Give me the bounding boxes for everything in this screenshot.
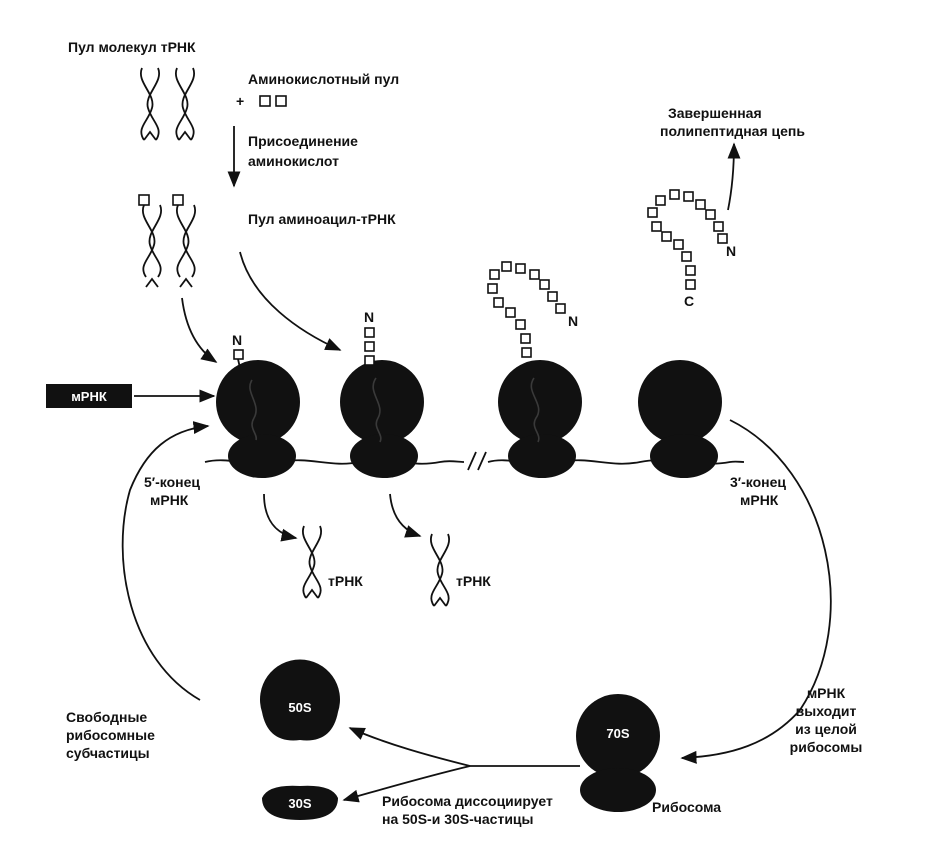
ribosome-2 (340, 360, 424, 478)
five-end-label-1: 5′-конец (144, 474, 200, 490)
to-30s-arrow (342, 765, 471, 803)
completed-polypeptide-chain (647, 189, 728, 290)
mrna-break-mark (477, 451, 487, 471)
subunit-30s-label: 30S (288, 796, 311, 811)
completed-chain-label-1: Завершенная (668, 105, 762, 121)
mrna-break-mark (467, 451, 477, 471)
released-trna-2 (429, 533, 451, 607)
three-end-label-1: 3′-конец (730, 474, 786, 490)
ribosome-label: Рибосома (652, 799, 721, 815)
ribosome1-n-terminus: N (232, 332, 242, 348)
three-end-label-2: мРНК (740, 492, 779, 508)
amino-pool-label: Аминокислотный пул (248, 71, 399, 87)
five-end-label-2: мРНК (150, 492, 189, 508)
ribosome-1 (216, 360, 300, 478)
subunit-50s (260, 659, 340, 741)
amino-acid-square (275, 95, 287, 107)
mrna-input-box (46, 384, 132, 408)
mrna-exit-label-4: рибосомы (790, 739, 863, 755)
to-50s-arrow (348, 727, 471, 767)
released-trna-1 (301, 525, 323, 599)
free-subunits-label-1: Свободные (66, 709, 147, 725)
trna-release-arrow-1 (263, 493, 298, 542)
aminoacyl-trna-2 (172, 194, 197, 288)
attach-label-2: аминокислот (248, 153, 339, 169)
plus-sign: + (236, 93, 244, 109)
attach-label-1: Присоединение (248, 133, 358, 149)
free-subunits-label-3: субчастицы (66, 745, 150, 761)
peptide-residue (364, 327, 375, 338)
free-subunits-cycle-arrow (121, 421, 210, 701)
free-subunits-label-2: рибосомные (66, 727, 155, 743)
dissociate-label-1: Рибосома диссоциирует (382, 793, 553, 809)
peptide-link (237, 358, 241, 369)
long-polypeptide-chain (487, 261, 566, 358)
trna-pool-molecule-2 (174, 67, 196, 141)
peptide-residue (233, 349, 244, 360)
mrna-exit-label-2: выходит (796, 703, 857, 719)
arrow-to-ribosome-1 (181, 297, 218, 363)
ribosome-4 (638, 360, 722, 478)
trna-pool-molecule-1 (139, 67, 161, 141)
mrna-exit-label-1: мРНК (807, 685, 846, 701)
ribosome-70s-label: 70S (606, 726, 629, 741)
ribosome-70s (576, 694, 660, 812)
mrna-input-label: мРНК (71, 389, 107, 404)
trna-release-arrow-2 (389, 493, 422, 538)
subunit-30s (262, 785, 338, 820)
peptide-residue (364, 341, 375, 352)
released-trna-2-label: тРНК (456, 573, 491, 589)
ribosome2-n-terminus: N (364, 309, 374, 325)
completed-n-terminus: N (726, 243, 736, 259)
subunit-50s-label: 50S (288, 700, 311, 715)
ribosome3-n-terminus: N (568, 313, 578, 329)
peptide-residue (364, 355, 375, 366)
arrow-to-ribosome-2 (239, 251, 342, 351)
trna-pool-label: Пул молекул тРНК (68, 39, 196, 55)
mrna-exit-label-3: из целой (795, 721, 857, 737)
released-trna-1-label: тРНК (328, 573, 363, 589)
release-arrow (727, 142, 741, 211)
dissociate-label-2: на 50S-и 30S-частицы (382, 811, 534, 827)
mrna-exit-cycle-arrow (680, 419, 832, 764)
ribosome-3 (498, 360, 582, 478)
amino-acid-square (259, 95, 271, 107)
aminoacyl-pool-label: Пул аминоацил-тРНК (248, 211, 396, 227)
aminoacyl-trna-1 (138, 194, 163, 288)
completed-chain-label-2: полипептидная цепь (660, 123, 805, 139)
completed-c-terminus: C (684, 293, 694, 309)
